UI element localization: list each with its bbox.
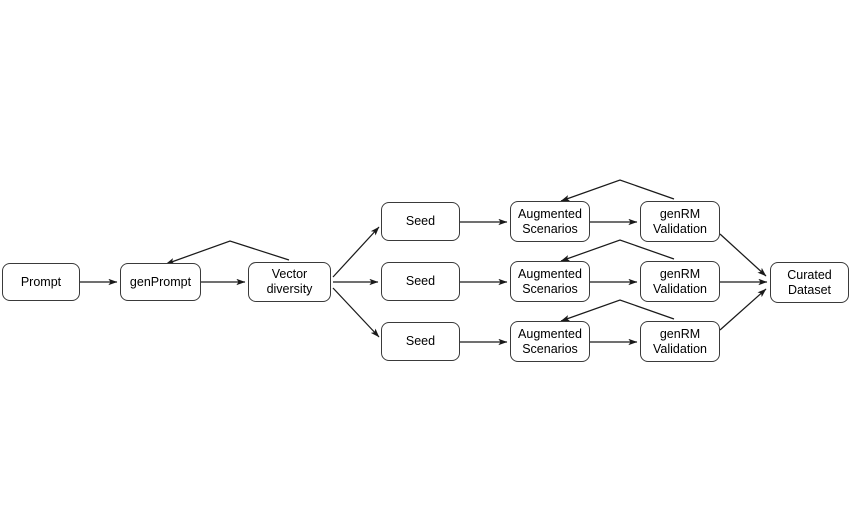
node-seed-2[interactable]: Seed <box>381 262 460 301</box>
node-genrm-validation-2[interactable]: genRM Validation <box>640 261 720 302</box>
node-prompt[interactable]: Prompt <box>2 263 80 301</box>
node-curated-dataset[interactable]: Curated Dataset <box>770 262 849 303</box>
edge-genrm1-to-curated <box>719 233 767 277</box>
node-genrm-validation-1[interactable]: genRM Validation <box>640 201 720 242</box>
edge-vector-to-seed3 <box>332 287 380 338</box>
node-augmented-scenarios-2[interactable]: Augmented Scenarios <box>510 261 590 302</box>
node-genrm-validation-3[interactable]: genRM Validation <box>640 321 720 362</box>
node-seed-1[interactable]: Seed <box>381 202 460 241</box>
node-augmented-scenarios-3[interactable]: Augmented Scenarios <box>510 321 590 362</box>
node-seed-3[interactable]: Seed <box>381 322 460 361</box>
edge-genrm2-to-aug2-feedback <box>560 239 675 262</box>
node-genprompt[interactable]: genPrompt <box>120 263 201 301</box>
node-augmented-scenarios-1[interactable]: Augmented Scenarios <box>510 201 590 242</box>
edge-genrm3-to-curated <box>719 288 767 331</box>
edge-genrm1-to-aug1-feedback <box>560 179 675 202</box>
edge-vector-to-seed1 <box>332 226 380 278</box>
node-vector-diversity[interactable]: Vector diversity <box>248 262 331 302</box>
edge-vector-to-genprompt-feedback <box>165 240 290 265</box>
edge-genrm3-to-aug3-feedback <box>560 299 675 322</box>
